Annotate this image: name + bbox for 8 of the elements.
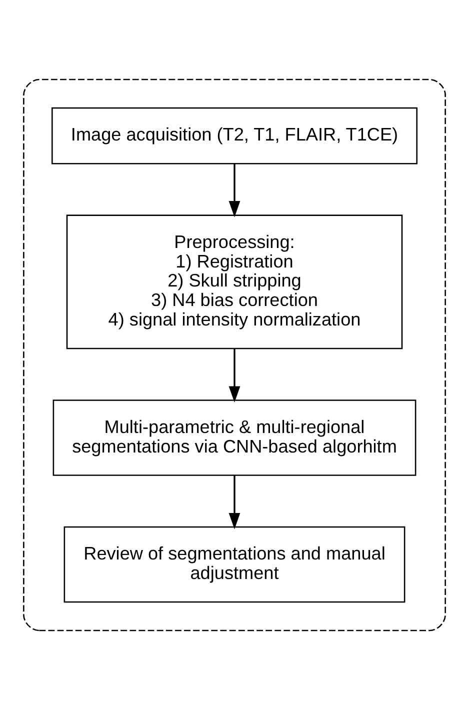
node-box: Preprocessing: 1) Registration 2) Skull stripping 3) N4 bias correction 4) signal intensity normalization (66, 214, 403, 350)
node-box: Multi-parametric & multi-regional segmentations via CNN-based algorhitm (52, 400, 416, 476)
arrow (228, 475, 240, 530)
arrow (228, 348, 240, 403)
node-box: Image acquisition (T2, T1, FLAIR, T1CE) (52, 107, 418, 164)
arrow (228, 164, 240, 218)
cluster (23, 78, 446, 632)
node-box: Review of segmentations and manual adjustment (64, 526, 406, 603)
